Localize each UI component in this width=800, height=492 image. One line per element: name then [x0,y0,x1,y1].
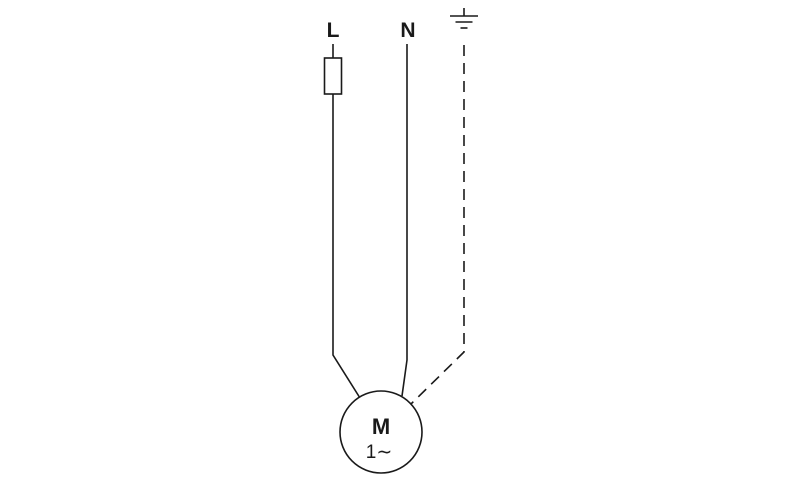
phase-line [332,94,361,399]
ground-line-dashed [410,45,465,405]
ground-icon [450,8,478,29]
motor-label: M [372,414,390,439]
neutral-label: N [400,19,415,42]
diagram-lines [323,8,478,474]
neutral-line [401,44,408,397]
phase-label: L [327,19,340,42]
fuse-icon [323,57,343,95]
motor-circle [339,390,423,474]
motor-phase-label: 1∼ [366,442,393,463]
